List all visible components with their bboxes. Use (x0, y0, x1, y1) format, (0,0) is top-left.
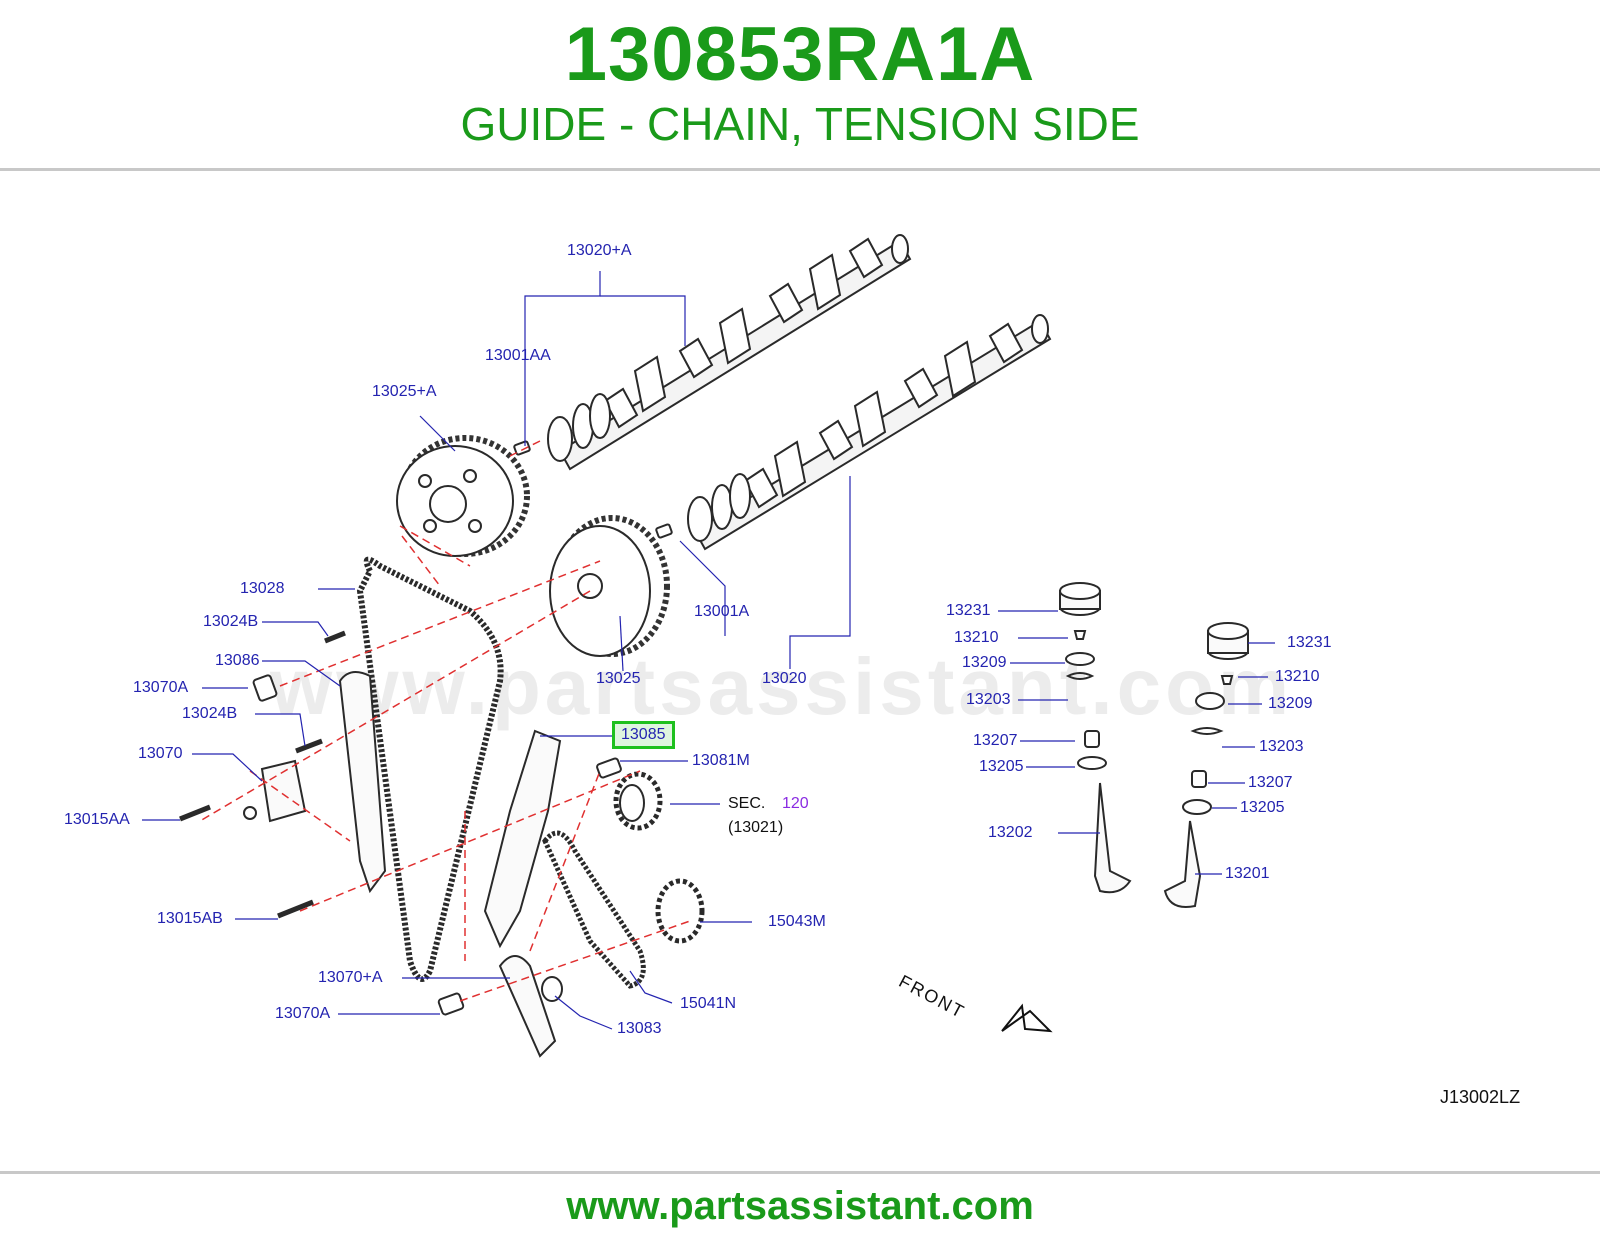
label-13085-highlighted[interactable]: 13085 (612, 721, 675, 749)
label-13209-left[interactable]: 13209 (962, 654, 1007, 671)
label-13209-right[interactable]: 13209 (1268, 695, 1313, 712)
sprocket-lower (549, 515, 670, 657)
label-13001AA[interactable]: 13001AA (485, 347, 551, 364)
alignment-lines (199, 440, 691, 1002)
label-13070A-upper[interactable]: 13070A (133, 679, 189, 696)
slack-guide (338, 671, 387, 894)
label-13025A[interactable]: 13025+A (372, 383, 437, 400)
label-13203-left[interactable]: 13203 (966, 691, 1011, 708)
label-sec-sub: (13021) (728, 819, 784, 836)
label-13001A[interactable]: 13001A (694, 603, 750, 620)
valve-train-left (1059, 582, 1132, 894)
watermark: www.partsassistant.com (270, 642, 1294, 731)
label-13086[interactable]: 13086 (215, 652, 260, 669)
label-13201[interactable]: 13201 (1225, 865, 1270, 882)
label-13024B-lower[interactable]: 13024B (182, 705, 238, 722)
label-13083[interactable]: 13083 (617, 1020, 662, 1037)
label-13015AB[interactable]: 13015AB (157, 910, 223, 927)
label-13231-left[interactable]: 13231 (946, 602, 991, 619)
header: 130853RA1A GUIDE - CHAIN, TENSION SIDE (0, 0, 1600, 168)
timing-chain (356, 556, 504, 982)
label-13205-right[interactable]: 13205 (1240, 799, 1285, 816)
valve-train-right (1163, 622, 1249, 908)
label-sec-prefix: SEC. (728, 795, 766, 812)
label-13025[interactable]: 13025 (596, 670, 641, 687)
label-15043M[interactable]: 15043M (768, 913, 826, 930)
label-13202[interactable]: 13202 (988, 824, 1033, 841)
footer-divider (0, 1171, 1600, 1174)
label-13210-right[interactable]: 13210 (1275, 668, 1320, 685)
label-13015AA[interactable]: 13015AA (64, 811, 130, 828)
camshaft-lower (687, 314, 1052, 551)
sprocket-upper (396, 435, 530, 557)
header-divider (0, 168, 1600, 171)
tension-guide (483, 729, 562, 949)
tensioner (243, 759, 307, 823)
label-15041N[interactable]: 15041N (680, 995, 737, 1012)
footer-url[interactable]: www.partsassistant.com (566, 1184, 1034, 1228)
label-13207-left[interactable]: 13207 (973, 732, 1018, 749)
label-13205-left[interactable]: 13205 (979, 758, 1024, 775)
label-13024B-upper[interactable]: 13024B (203, 613, 259, 630)
label-13020A[interactable]: 13020+A (567, 242, 632, 259)
diagram-drawing (142, 234, 1275, 1058)
label-13070A-lower[interactable]: 13070A (275, 1005, 331, 1022)
part-description: GUIDE - CHAIN, TENSION SIDE (460, 98, 1140, 150)
label-13231-right[interactable]: 13231 (1287, 634, 1332, 651)
lower-guide (498, 955, 557, 1058)
label-13207-right[interactable]: 13207 (1248, 774, 1293, 791)
label-13203-right[interactable]: 13203 (1259, 738, 1304, 755)
label-sec-number[interactable]: 120 (782, 795, 809, 812)
oil-pump-chain (542, 830, 646, 989)
label-13070pA[interactable]: 13070+A (318, 969, 383, 986)
label-13028[interactable]: 13028 (240, 580, 285, 597)
label-13210-left[interactable]: 13210 (954, 629, 999, 646)
front-arrow-icon (1001, 1003, 1053, 1033)
label-13020[interactable]: 13020 (762, 670, 807, 687)
parts-diagram: www.partsassistant.com (0, 171, 1600, 1171)
leader-lines (142, 271, 1275, 1030)
camshaft-upper (547, 234, 912, 471)
diagram-code: J13002LZ (1440, 1087, 1521, 1107)
crank-sprocket (613, 771, 663, 831)
label-13070[interactable]: 13070 (138, 745, 183, 762)
label-13081M[interactable]: 13081M (692, 752, 750, 769)
part-number: 130853RA1A (564, 12, 1036, 97)
